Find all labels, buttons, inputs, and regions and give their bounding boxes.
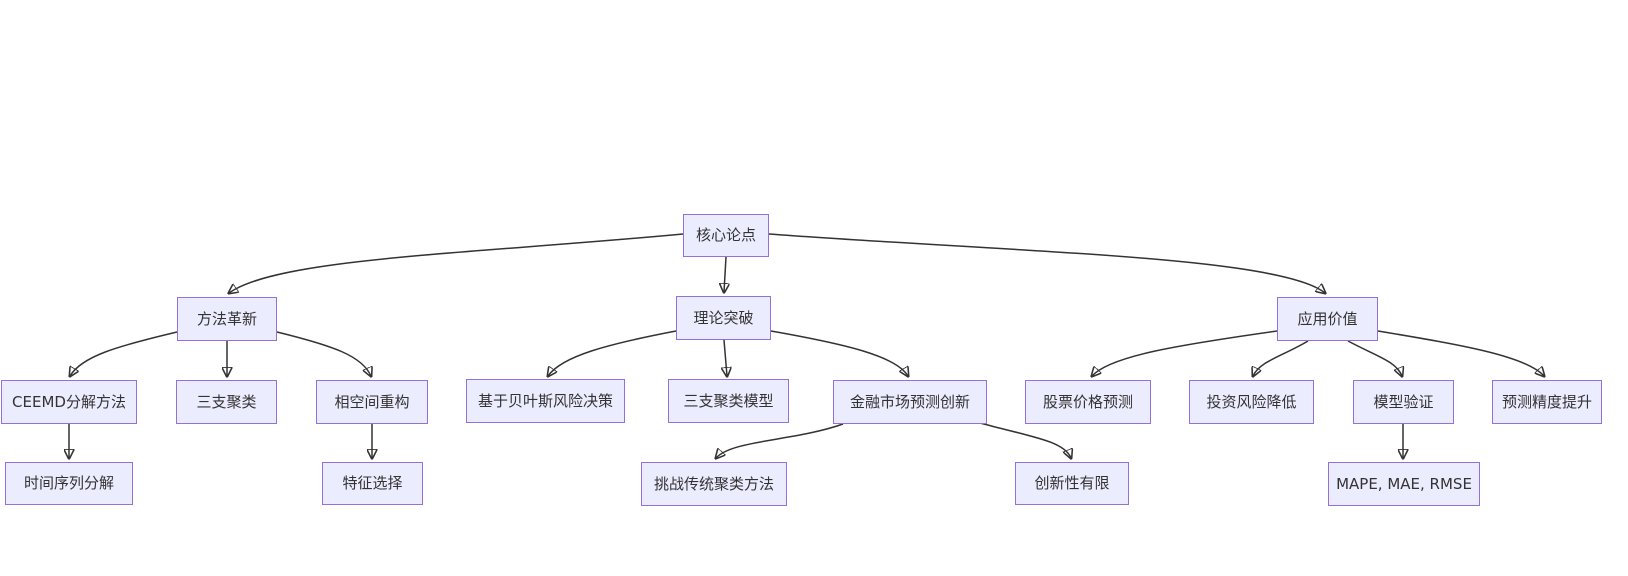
node-bayes-risk: 基于贝叶斯风险决策 (466, 379, 625, 423)
edge-application-to-stock (1092, 330, 1278, 376)
node-application-value: 应用价值 (1277, 297, 1378, 341)
node-feature-selection: 特征选择 (322, 462, 423, 505)
node-core: 核心论点 (683, 214, 769, 257)
node-three-way-clustering: 三支聚类 (176, 380, 277, 424)
edge-core-to-theory (724, 256, 726, 292)
node-ceemd: CEEMD分解方法 (1, 380, 137, 424)
node-challenge-clustering: 挑战传统聚类方法 (641, 462, 787, 506)
edge-core-to-method (229, 233, 684, 293)
node-stock-prediction: 股票价格预测 (1025, 380, 1151, 424)
edge-financial-to-challenge (716, 423, 844, 458)
edge-theory-to-financial (770, 330, 908, 376)
edge-application-to-risk (1253, 340, 1309, 376)
edge-application-to-accuracy (1377, 330, 1544, 376)
node-metrics: MAPE, MAE, RMSE (1328, 462, 1480, 506)
node-three-way-model: 三支聚类模型 (668, 379, 789, 423)
edge-application-to-validation (1347, 340, 1402, 376)
node-phase-space: 相空间重构 (316, 380, 428, 424)
edge-theory-to-threemodel (724, 339, 727, 376)
edge-theory-to-bayes (548, 330, 677, 376)
edge-method-to-ceemd (70, 331, 178, 376)
edge-core-to-application (768, 233, 1325, 293)
node-accuracy-improvement: 预测精度提升 (1492, 380, 1602, 424)
edge-financial-to-limited (979, 422, 1071, 458)
node-financial-innovation: 金融市场预测创新 (833, 380, 987, 424)
node-model-validation: 模型验证 (1353, 380, 1454, 424)
node-limited-novelty: 创新性有限 (1015, 462, 1129, 505)
node-theory-breakthrough: 理论突破 (676, 296, 771, 340)
node-time-series-decomp: 时间序列分解 (5, 462, 133, 505)
node-method-innovation: 方法革新 (177, 297, 277, 341)
node-risk-reduction: 投资风险降低 (1189, 380, 1314, 424)
edge-method-to-phasespace (276, 331, 371, 376)
